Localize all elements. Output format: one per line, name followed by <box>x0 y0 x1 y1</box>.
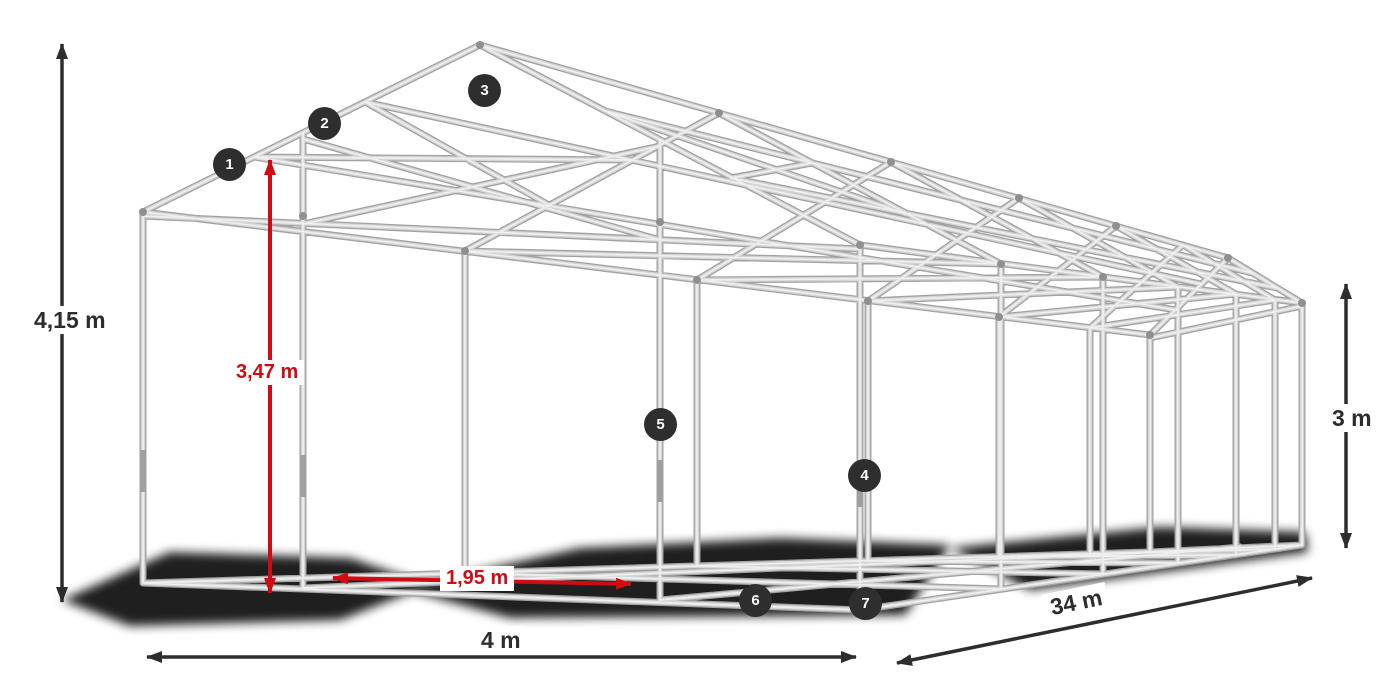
marker-badge-5[interactable]: 5 <box>644 408 677 441</box>
dimension-label-front-width: 4 m <box>475 626 527 655</box>
dimension-label-inner-width: 1,95 m <box>440 566 515 591</box>
dimension-label-inner-height: 3,47 m <box>230 360 305 385</box>
dimension-label-side-height: 3 m <box>1326 404 1378 433</box>
length-arrow <box>896 575 1313 666</box>
marker-badge-3[interactable]: 3 <box>468 74 501 107</box>
dimension-label-total-height: 4,15 m <box>28 306 112 335</box>
marker-badge-1[interactable]: 1 <box>213 148 246 181</box>
frame-joints <box>139 41 1306 507</box>
marker-badge-6[interactable]: 6 <box>739 584 772 617</box>
marker-badge-7[interactable]: 7 <box>849 587 882 620</box>
marker-badge-2[interactable]: 2 <box>308 107 341 140</box>
marker-badge-4[interactable]: 4 <box>848 459 881 492</box>
